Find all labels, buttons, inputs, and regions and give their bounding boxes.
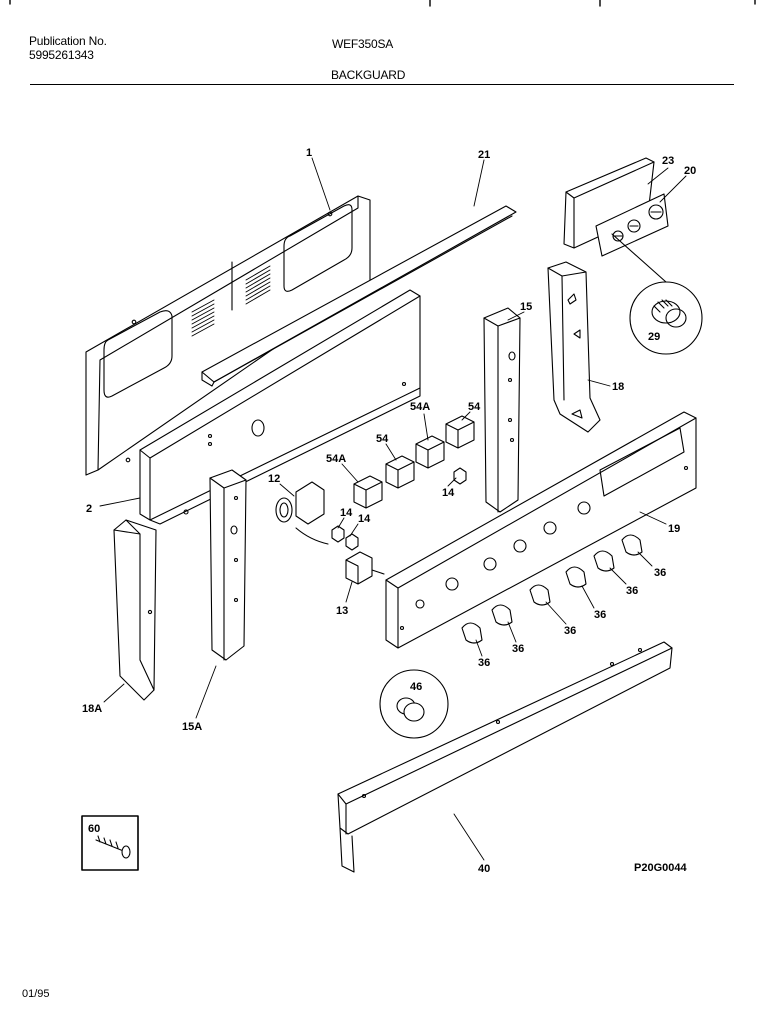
callout-14-a: 14 [442,487,455,499]
callout-15: 15 [520,301,532,313]
model-number: WEF350SA [332,37,394,51]
right-end-cap [547,261,601,433]
thermostat [275,481,329,545]
callout-36-a: 36 [654,567,666,579]
bottom-trim-strip [337,641,673,873]
callout-21: 21 [478,149,490,161]
callout-36-b: 36 [626,585,638,597]
callout-23: 23 [662,155,674,167]
leader-lines [99,157,687,861]
callout-14-c: 14 [358,513,371,525]
publication-label: Publication No. [29,34,107,48]
callout-36-e: 36 [512,643,524,655]
callout-18: 18 [612,381,624,393]
callout-12: 12 [268,473,280,485]
callout-36-d: 36 [564,625,576,637]
switches [353,415,475,509]
callout-15a: 15A [182,721,202,733]
publication-number: 5995261343 [29,48,94,62]
left-end-cap [113,519,157,701]
callout-40: 40 [478,863,490,875]
control-panel [385,411,697,649]
left-side-bracket [209,469,247,661]
callout-54a-top: 54A [410,401,430,413]
callout-54a-mid: 54A [326,453,346,465]
knob-29-detail [611,233,703,355]
infinite-switch [345,551,385,585]
knobs [461,534,643,644]
callout-labels: 1 21 23 20 15 29 18 54A 54 54 54A 12 14 … [82,147,696,875]
diagram-reference-code: P20G0044 [634,862,687,874]
screw-inset [81,815,139,871]
vent-slots-right [245,265,271,305]
callout-36-f: 36 [478,657,490,669]
clock-assembly [563,157,669,257]
header-rule [30,84,734,85]
callout-14-b: 14 [340,507,353,519]
callout-36-c: 36 [594,609,606,621]
vent-slots-left [191,299,215,337]
callout-20: 20 [684,165,696,177]
indicator-lights [331,467,467,551]
callout-54-top: 54 [468,401,481,413]
callout-1: 1 [306,147,312,159]
right-side-bracket [483,307,521,513]
callout-2: 2 [86,503,92,515]
control-bracket [139,289,421,525]
top-trim-strip [201,205,517,387]
scan-edge-marks [9,0,756,7]
revision-date: 01/95 [22,988,50,1000]
knob-46-detail [379,669,449,739]
callout-13: 13 [336,605,348,617]
callout-54-mid: 54 [376,433,389,445]
callout-29: 29 [648,331,660,343]
callout-18a: 18A [82,703,102,715]
callout-19: 19 [668,523,680,535]
section-title: BACKGUARD [331,68,406,82]
callout-46: 46 [410,681,422,693]
callout-60: 60 [88,823,100,835]
